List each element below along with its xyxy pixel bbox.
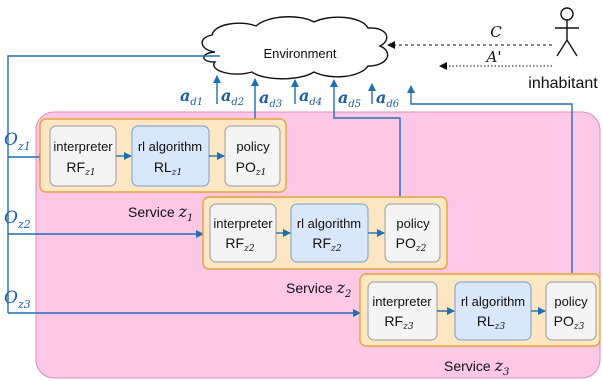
action-label: ad5 xyxy=(338,88,361,110)
policy-module xyxy=(384,203,441,263)
environment-label: Environment xyxy=(264,46,337,61)
environment-cloud: Environment xyxy=(201,16,389,80)
arrow-c-label: C xyxy=(490,23,502,41)
action-label: ad1 xyxy=(180,86,203,108)
action-labels: ad1 ad2 ad3 ad4 ad5 ad6 xyxy=(180,86,400,110)
action-label: ad2 xyxy=(221,86,244,108)
action-label: ad6 xyxy=(376,88,400,110)
service-caption: Service z2 xyxy=(286,278,351,300)
service-z3: interpreter RFz3 rl algorithm RLz3 polic… xyxy=(359,273,601,378)
service-caption: Service z3 xyxy=(444,356,509,378)
module-code: RFz2 xyxy=(225,235,254,254)
module-title: rl algorithm xyxy=(461,294,525,309)
action-arrows xyxy=(213,75,573,273)
inhabitant-label: inhabitant xyxy=(528,75,598,92)
module-title: interpreter xyxy=(53,139,113,154)
observation-labels: Oz1 Oz2 Oz3 xyxy=(4,130,31,311)
rl-algorithm-module xyxy=(131,125,210,187)
module-title: rl algorithm xyxy=(138,139,202,154)
module-title: policy xyxy=(554,294,588,309)
service-z1: interpreter RFz1 rl algorithm RLz1 polic… xyxy=(39,118,287,224)
service-caption: Service z1 xyxy=(128,202,193,224)
module-code: POz3 xyxy=(554,313,585,332)
policy-module xyxy=(545,281,597,341)
action-label: ad3 xyxy=(259,88,282,110)
module-code: RLz3 xyxy=(477,313,506,332)
observation-label: Oz1 xyxy=(4,130,31,153)
module-code: RFz2 xyxy=(312,235,341,254)
module-code: RFz1 xyxy=(66,159,95,178)
module-code: RLz1 xyxy=(154,159,182,178)
interpreter-module xyxy=(209,203,277,263)
module-code: POz2 xyxy=(396,235,427,254)
inhabitant-figure xyxy=(555,7,579,57)
module-title: rl algorithm xyxy=(297,216,361,231)
rl-algorithm-module xyxy=(290,203,369,263)
module-code: POz1 xyxy=(236,159,267,178)
policy-module xyxy=(224,125,281,187)
observation-label: Oz2 xyxy=(4,208,31,231)
module-title: policy xyxy=(396,216,430,231)
module-title: interpreter xyxy=(213,216,273,231)
module-title: interpreter xyxy=(372,294,432,309)
service-z2: interpreter RFz2 rl algorithm RFz2 polic… xyxy=(202,196,448,300)
observation-label: Oz3 xyxy=(4,288,31,311)
module-code: RFz3 xyxy=(384,313,413,332)
module-title: policy xyxy=(236,139,270,154)
interpreter-module xyxy=(49,125,117,187)
observation-bus xyxy=(7,55,361,317)
arrow-a-prime-label: A' xyxy=(485,48,502,66)
rl-algorithm-module xyxy=(454,281,532,341)
action-label: ad4 xyxy=(299,86,322,108)
